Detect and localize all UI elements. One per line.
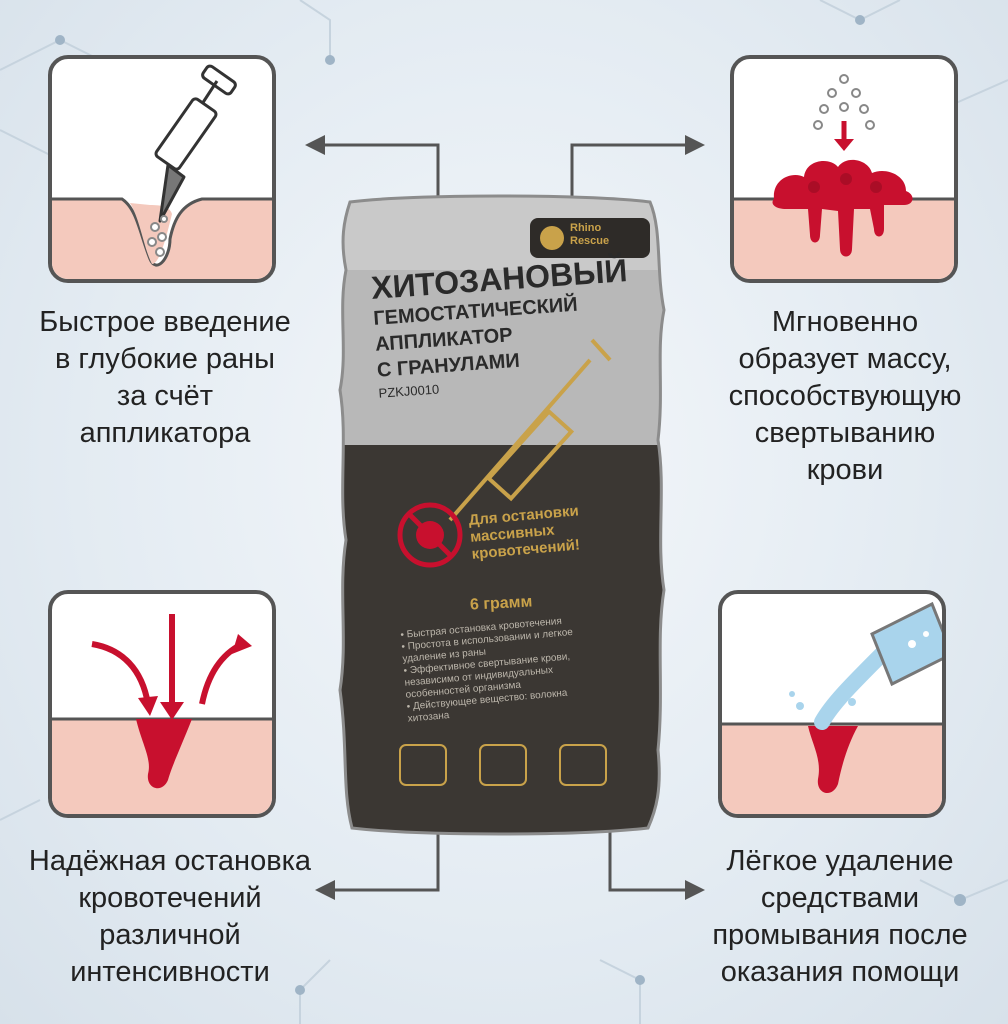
caption-top-right: Мгновенно образует массу, способствующую… — [690, 304, 1000, 489]
caption-line: различной — [99, 919, 241, 951]
caption-line: образует массу, — [738, 343, 952, 375]
panel-clotting — [730, 55, 958, 283]
feature-icon-1 — [399, 744, 447, 786]
gun-icon — [479, 744, 527, 786]
caption-line: промывания после — [712, 919, 968, 951]
package-bullets: • Быстрая остановка кровотечения • Прост… — [400, 615, 580, 726]
arrows-icon — [91, 614, 244, 705]
caption-line: аппликатора — [79, 417, 251, 449]
syringe-icon — [154, 64, 237, 223]
brand-badge — [530, 218, 650, 258]
panel-washing — [718, 590, 946, 818]
caption-line: способствующую — [728, 380, 962, 412]
caption-line: кровотечений — [78, 882, 262, 914]
feature-icon-3 — [559, 744, 607, 786]
rhino-icon — [540, 226, 564, 250]
caption-bottom-right: Лёгкое удаление средствами промывания по… — [680, 843, 1000, 991]
caption-line: Быстрое введение — [39, 306, 291, 338]
caption-line: средствами — [760, 882, 920, 914]
panel-injection — [48, 55, 276, 283]
caption-line: в глубокие раны — [54, 343, 276, 375]
caption-line: свертыванию — [754, 417, 936, 449]
package-weight: 6 грамм — [469, 593, 533, 614]
caption-top-left: Быстрое введение в глубокие раны за счёт… — [15, 304, 315, 452]
caption-bottom-left: Надёжная остановка кровотечений различно… — [5, 843, 335, 991]
product-package: Rhino Rescue ХИТОЗАНОВЫЙ ГЕМОСТАТИЧЕСКИЙ… — [330, 190, 670, 840]
caption-line: за счёт — [116, 380, 214, 412]
caption-line: интенсивности — [70, 956, 270, 988]
caption-line: оказания помощи — [720, 956, 960, 988]
package-title: ХИТОЗАНОВЫЙ ГЕМОСТАТИЧЕСКИЙ АППЛИКАТОР С… — [370, 252, 635, 404]
panel-stopping — [48, 590, 276, 818]
caption-line: Мгновенно — [771, 306, 919, 338]
caption-line: Надёжная остановка — [28, 845, 312, 877]
brand-line: Rescue — [570, 235, 610, 247]
brand-line: Rhino — [570, 222, 602, 234]
caption-line: Лёгкое удаление — [726, 845, 954, 877]
brand-name: Rhino Rescue — [570, 222, 609, 248]
package-slogan: Для остановки массивных кровотечений! — [468, 502, 582, 562]
caption-line: крови — [806, 454, 884, 486]
beaker-icon — [870, 601, 942, 687]
granules-icon — [813, 74, 875, 130]
package-syringe-icon — [448, 338, 612, 522]
blood-stop-icon — [397, 502, 463, 568]
